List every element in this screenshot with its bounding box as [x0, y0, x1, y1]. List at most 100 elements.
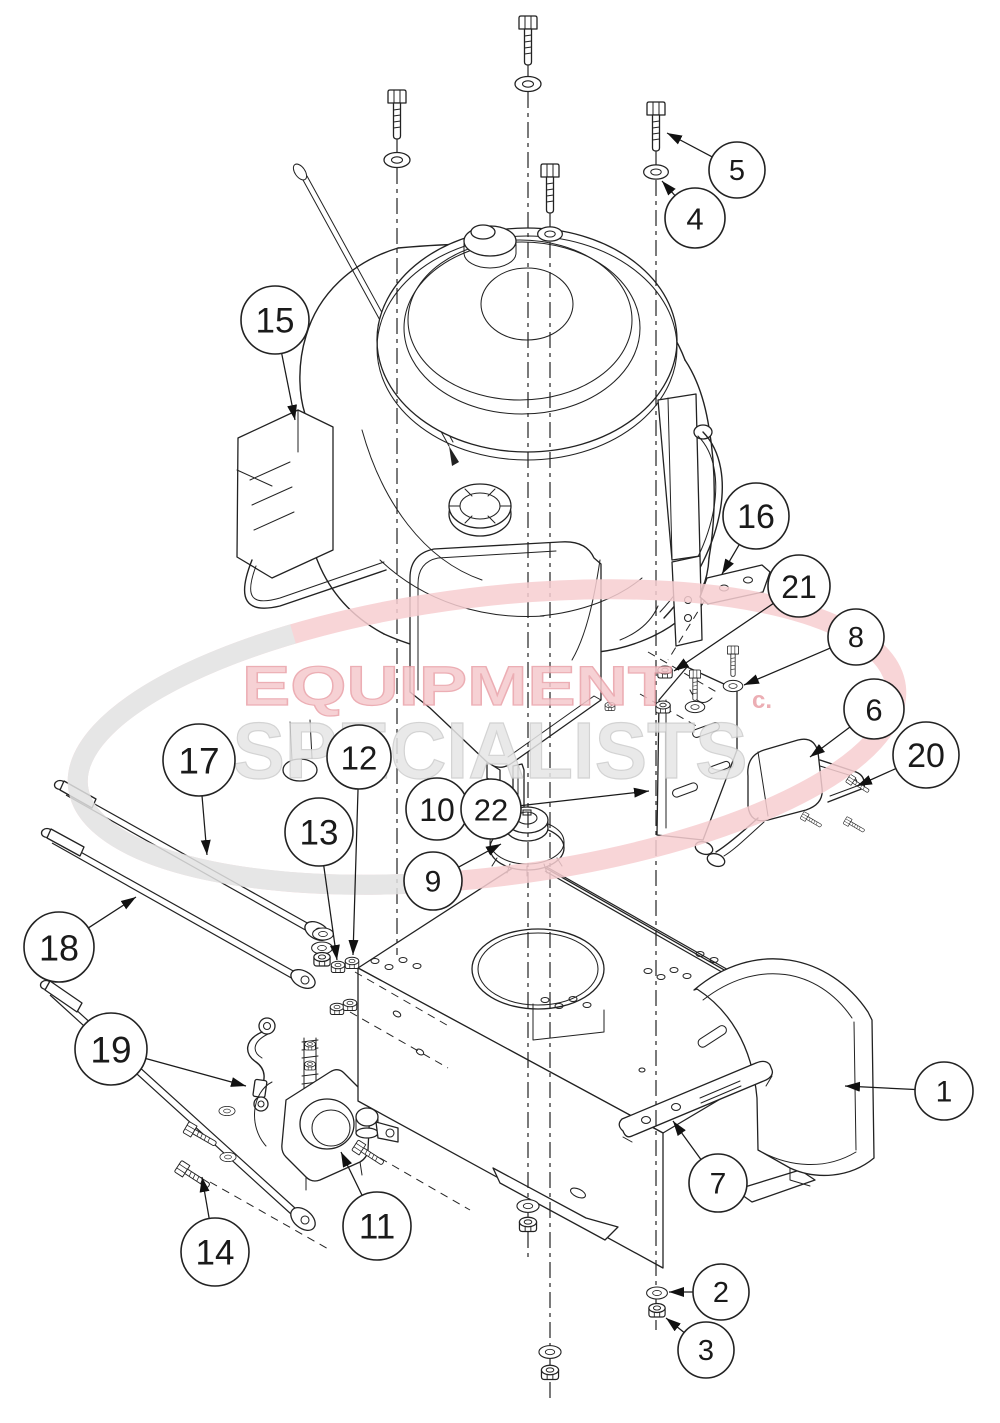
callout-6: 6: [843, 678, 905, 740]
callout-circle-4: [664, 187, 726, 249]
hex-bolt-icon: [182, 1121, 220, 1151]
control-rod-lower: [40, 827, 316, 989]
washer-icon: [383, 151, 411, 169]
callout-leader-12: [348, 788, 359, 956]
callout-circle-2: [692, 1263, 750, 1321]
callout-11: 11: [342, 1191, 412, 1261]
callout-number-20: 20: [907, 737, 945, 775]
callout-circle-15: [240, 285, 310, 355]
callout-circle-18: [23, 911, 95, 983]
callout-leader-14: [199, 1176, 210, 1219]
callout-8: 8: [827, 608, 885, 666]
washer-icon: [219, 1151, 237, 1163]
callout-number-11: 11: [359, 1208, 395, 1247]
callout-number-6: 6: [865, 693, 882, 728]
hex-bolt-icon: [173, 1159, 213, 1193]
callout-leader-1: [844, 1081, 916, 1092]
callout-leader-5: [666, 132, 713, 158]
callout-leader-3: [665, 1317, 685, 1333]
hex-nut-icon: [330, 960, 346, 973]
washer-icon: [312, 927, 334, 941]
callout-leader-15: [281, 353, 297, 421]
choke-rod: [39, 979, 316, 1231]
fuel-cap-icon: [463, 224, 517, 269]
callout-circle-13: [284, 797, 354, 867]
callout-number-8: 8: [848, 622, 864, 654]
plate-holes: [370, 950, 735, 1088]
callout-number-13: 13: [300, 814, 339, 853]
callout-19: 19: [74, 1012, 148, 1086]
washer-icon: [516, 1199, 540, 1213]
callout-circle-6: [843, 678, 905, 740]
watermark-registered-mark: c.: [752, 687, 772, 714]
callout-circle-19: [74, 1012, 148, 1086]
callout-circle-12: [326, 724, 392, 790]
callout-9: 9: [403, 851, 463, 911]
hex-bolt-icon: [727, 645, 739, 677]
callout-number-12: 12: [341, 740, 378, 777]
callout-circle-9: [403, 851, 463, 911]
callout-circle-21: [767, 554, 831, 618]
hex-nut-icon: [342, 998, 358, 1011]
callout-20: 20: [892, 721, 960, 789]
washer-icon: [514, 75, 542, 93]
hex-nut-icon: [540, 1364, 560, 1381]
callout-number-15: 15: [256, 302, 295, 341]
hex-bolt-icon: [646, 101, 666, 152]
callout-number-22: 22: [474, 793, 508, 828]
callout-number-21: 21: [781, 569, 817, 605]
callout-leader-13: [323, 865, 340, 961]
callout-circle-7: [688, 1153, 748, 1213]
sprocket: [489, 806, 565, 877]
callout-number-17: 17: [178, 741, 219, 782]
callout-number-7: 7: [710, 1168, 727, 1201]
hex-nut-icon: [518, 1216, 538, 1233]
exploded-view-art: [39, 163, 875, 1269]
callout-5: 5: [708, 141, 766, 199]
callout-leader-11: [340, 1151, 363, 1196]
callout-circle-22: [460, 778, 522, 840]
hex-bolt-icon: [518, 15, 538, 66]
callout-13: 13: [284, 797, 354, 867]
callout-leader-8: [743, 647, 831, 686]
cable-clamp: [355, 1107, 399, 1143]
callout-circle-3: [677, 1321, 735, 1379]
oil-cap-icon: [448, 483, 512, 537]
hex-bolt-icon: [842, 816, 867, 835]
hex-bolt-icon: [799, 811, 824, 830]
callout-number-1: 1: [936, 1076, 953, 1109]
callout-circle-16: [722, 482, 790, 550]
callout-leader-18: [88, 896, 137, 929]
callout-leader-9: [458, 843, 502, 868]
callout-leader-6: [809, 726, 851, 758]
callout-leader-4: [661, 180, 676, 197]
callout-number-16: 16: [737, 498, 775, 536]
callout-2: 2: [692, 1263, 750, 1321]
callout-circle-8: [827, 608, 885, 666]
callout-4: 4: [664, 187, 726, 249]
slide-bracket: [618, 1060, 774, 1143]
callout-14: 14: [180, 1217, 250, 1287]
chute-bracket: [693, 958, 875, 1187]
callout-number-14: 14: [196, 1234, 235, 1273]
hex-bolt-icon: [845, 773, 872, 796]
hex-nut-icon: [648, 1302, 666, 1318]
callout-17: 17: [162, 723, 236, 797]
callout-circle-17: [162, 723, 236, 797]
washer-icon: [722, 679, 744, 693]
callout-number-5: 5: [729, 155, 745, 187]
ground-wire: [247, 1017, 276, 1112]
callout-number-3: 3: [698, 1335, 714, 1367]
washer-icon: [218, 1105, 236, 1117]
callout-leader-22: [520, 787, 650, 807]
hex-nut-icon: [304, 1060, 316, 1071]
callout-16: 16: [722, 482, 790, 550]
callout-leader-17: [200, 795, 211, 856]
callout-3: 3: [677, 1321, 735, 1379]
hex-nut-icon: [304, 1040, 316, 1051]
washer-icon: [643, 164, 669, 180]
air-box: [236, 409, 387, 609]
callout-number-2: 2: [713, 1277, 729, 1309]
callout-number-9: 9: [425, 866, 442, 899]
